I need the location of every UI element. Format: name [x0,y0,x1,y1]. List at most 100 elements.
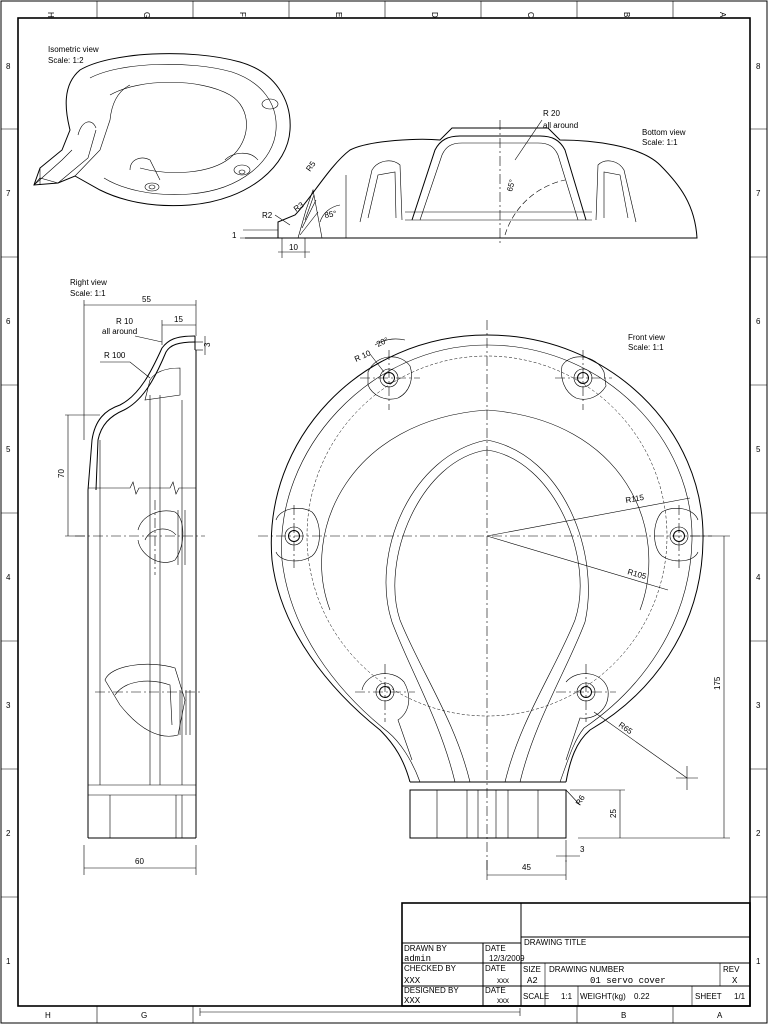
bottom-view: Bottom view Scale: 1:1 R 20 all around 6… [232,109,698,258]
col-label: F [238,12,247,17]
dim-angle65: 65° [505,178,517,192]
row-label: 2 [756,829,761,838]
sheet-value: 1/1 [734,992,746,1001]
dim-angle20: 20° [375,336,390,349]
drawn-by-value: admin [404,954,431,964]
dim-r10: R 10 [116,317,133,326]
bottom-view-scale: Scale: 1:1 [642,138,678,147]
row-labels: 8 7 6 5 4 3 2 1 8 7 6 5 4 3 2 1 [6,62,761,966]
scale-value: 1:1 [561,992,573,1001]
checked-date-value: xxx [497,976,509,985]
front-view: Front view Scale: 1:1 [258,320,730,880]
dim-r65: R65 [617,720,635,736]
col-label: G [141,1011,147,1020]
weight-value: 0.22 [634,992,650,1001]
col-label: E [334,12,343,17]
right-view-title: Right view [70,278,107,287]
checked-by-value: XXX [404,976,421,986]
dim-h175: 175 [713,676,722,690]
size-label: SIZE [523,965,541,974]
dim-r10-note: all around [102,327,137,336]
dim-r6: R6 [574,793,587,807]
row-label: 1 [6,957,11,966]
dim-front-d3: 3 [580,845,585,854]
isometric-view: Isometric view Scale: 1:2 [33,45,291,207]
drawn-by-label: DRAWN BY [404,944,447,953]
dim-w55: 55 [142,295,151,304]
dim-r20-note: all around [543,121,578,130]
scale-label: SCALE [523,992,549,1001]
dim-w45: 45 [522,863,531,872]
drawn-date-label: DATE [485,944,506,953]
rev-label: REV [723,965,740,974]
col-label: A [718,12,727,18]
row-label: 3 [756,701,761,710]
right-view: Right view Scale: 1:1 [57,278,212,875]
isometric-view-scale: Scale: 1:2 [48,56,84,65]
col-label: H [46,12,55,18]
row-label: 8 [756,62,761,71]
sheet-label: SHEET [695,992,722,1001]
size-value: A2 [527,976,538,986]
designed-by-value: XXX [404,996,421,1006]
drawing-title-label: DRAWING TITLE [524,938,586,947]
dim-w15: 15 [174,315,183,324]
col-label: H [45,1011,51,1020]
col-label: B [621,1011,626,1020]
col-label: C [526,12,535,18]
row-label: 3 [6,701,11,710]
row-label: 5 [756,445,761,454]
dim-d3: 3 [203,342,212,347]
row-label: 7 [6,189,11,198]
boss-left [275,507,320,562]
dim-r20: R 20 [543,109,560,118]
dim-h70: 70 [57,469,66,478]
col-label: A [717,1011,723,1020]
inner-border [17,17,751,1007]
row-label: 2 [6,829,11,838]
title-block: DRAWING TITLE DRAWN BY admin DATE 12/3/2… [401,902,751,1007]
dim-d10: 10 [289,243,298,252]
row-label: 4 [6,573,11,582]
row-label: 6 [756,317,761,326]
designed-date-label: DATE [485,986,506,995]
row-label: 8 [6,62,11,71]
row-label: 1 [756,957,761,966]
dim-front-r10: R 10 [353,348,373,364]
drawing-number-value: 01 servo cover [590,976,666,986]
column-labels-top: H G F E D C B A [46,12,727,18]
drawing-number-label: DRAWING NUMBER [549,965,624,974]
row-label: 6 [6,317,11,326]
col-label: B [622,12,631,17]
dim-r2: R2 [262,211,273,220]
dim-d25: 25 [609,809,618,818]
column-labels-bottom: H G B A [45,1011,723,1020]
col-label: D [430,12,439,18]
dim-r5: R5 [304,159,318,173]
checked-date-label: DATE [485,964,506,973]
row-label: 7 [756,189,761,198]
boss-bottom-left [361,673,413,761]
weight-label: WEIGHT(kg) [580,992,626,1001]
rev-value: X [732,976,738,986]
col-label: G [142,12,151,18]
designed-date-value: xxx [497,996,509,1005]
dim-r115: R115 [625,493,645,505]
designed-by-label: DESIGNED BY [404,986,459,995]
front-view-title: Front view [628,333,665,342]
boss-bottom-right [565,673,609,761]
bottom-view-title: Bottom view [642,128,686,137]
dim-r100: R 100 [104,351,126,360]
dim-r105: R105 [626,567,647,581]
drawn-date-value: 12/3/2009 [489,954,525,963]
right-view-scale: Scale: 1:1 [70,289,106,298]
dim-w60: 60 [135,857,144,866]
dim-angle85: 85° [324,209,337,220]
checked-by-label: CHECKED BY [404,964,457,973]
row-label: 4 [756,573,761,582]
row-label: 5 [6,445,11,454]
dim-r3: R3 [292,200,306,214]
